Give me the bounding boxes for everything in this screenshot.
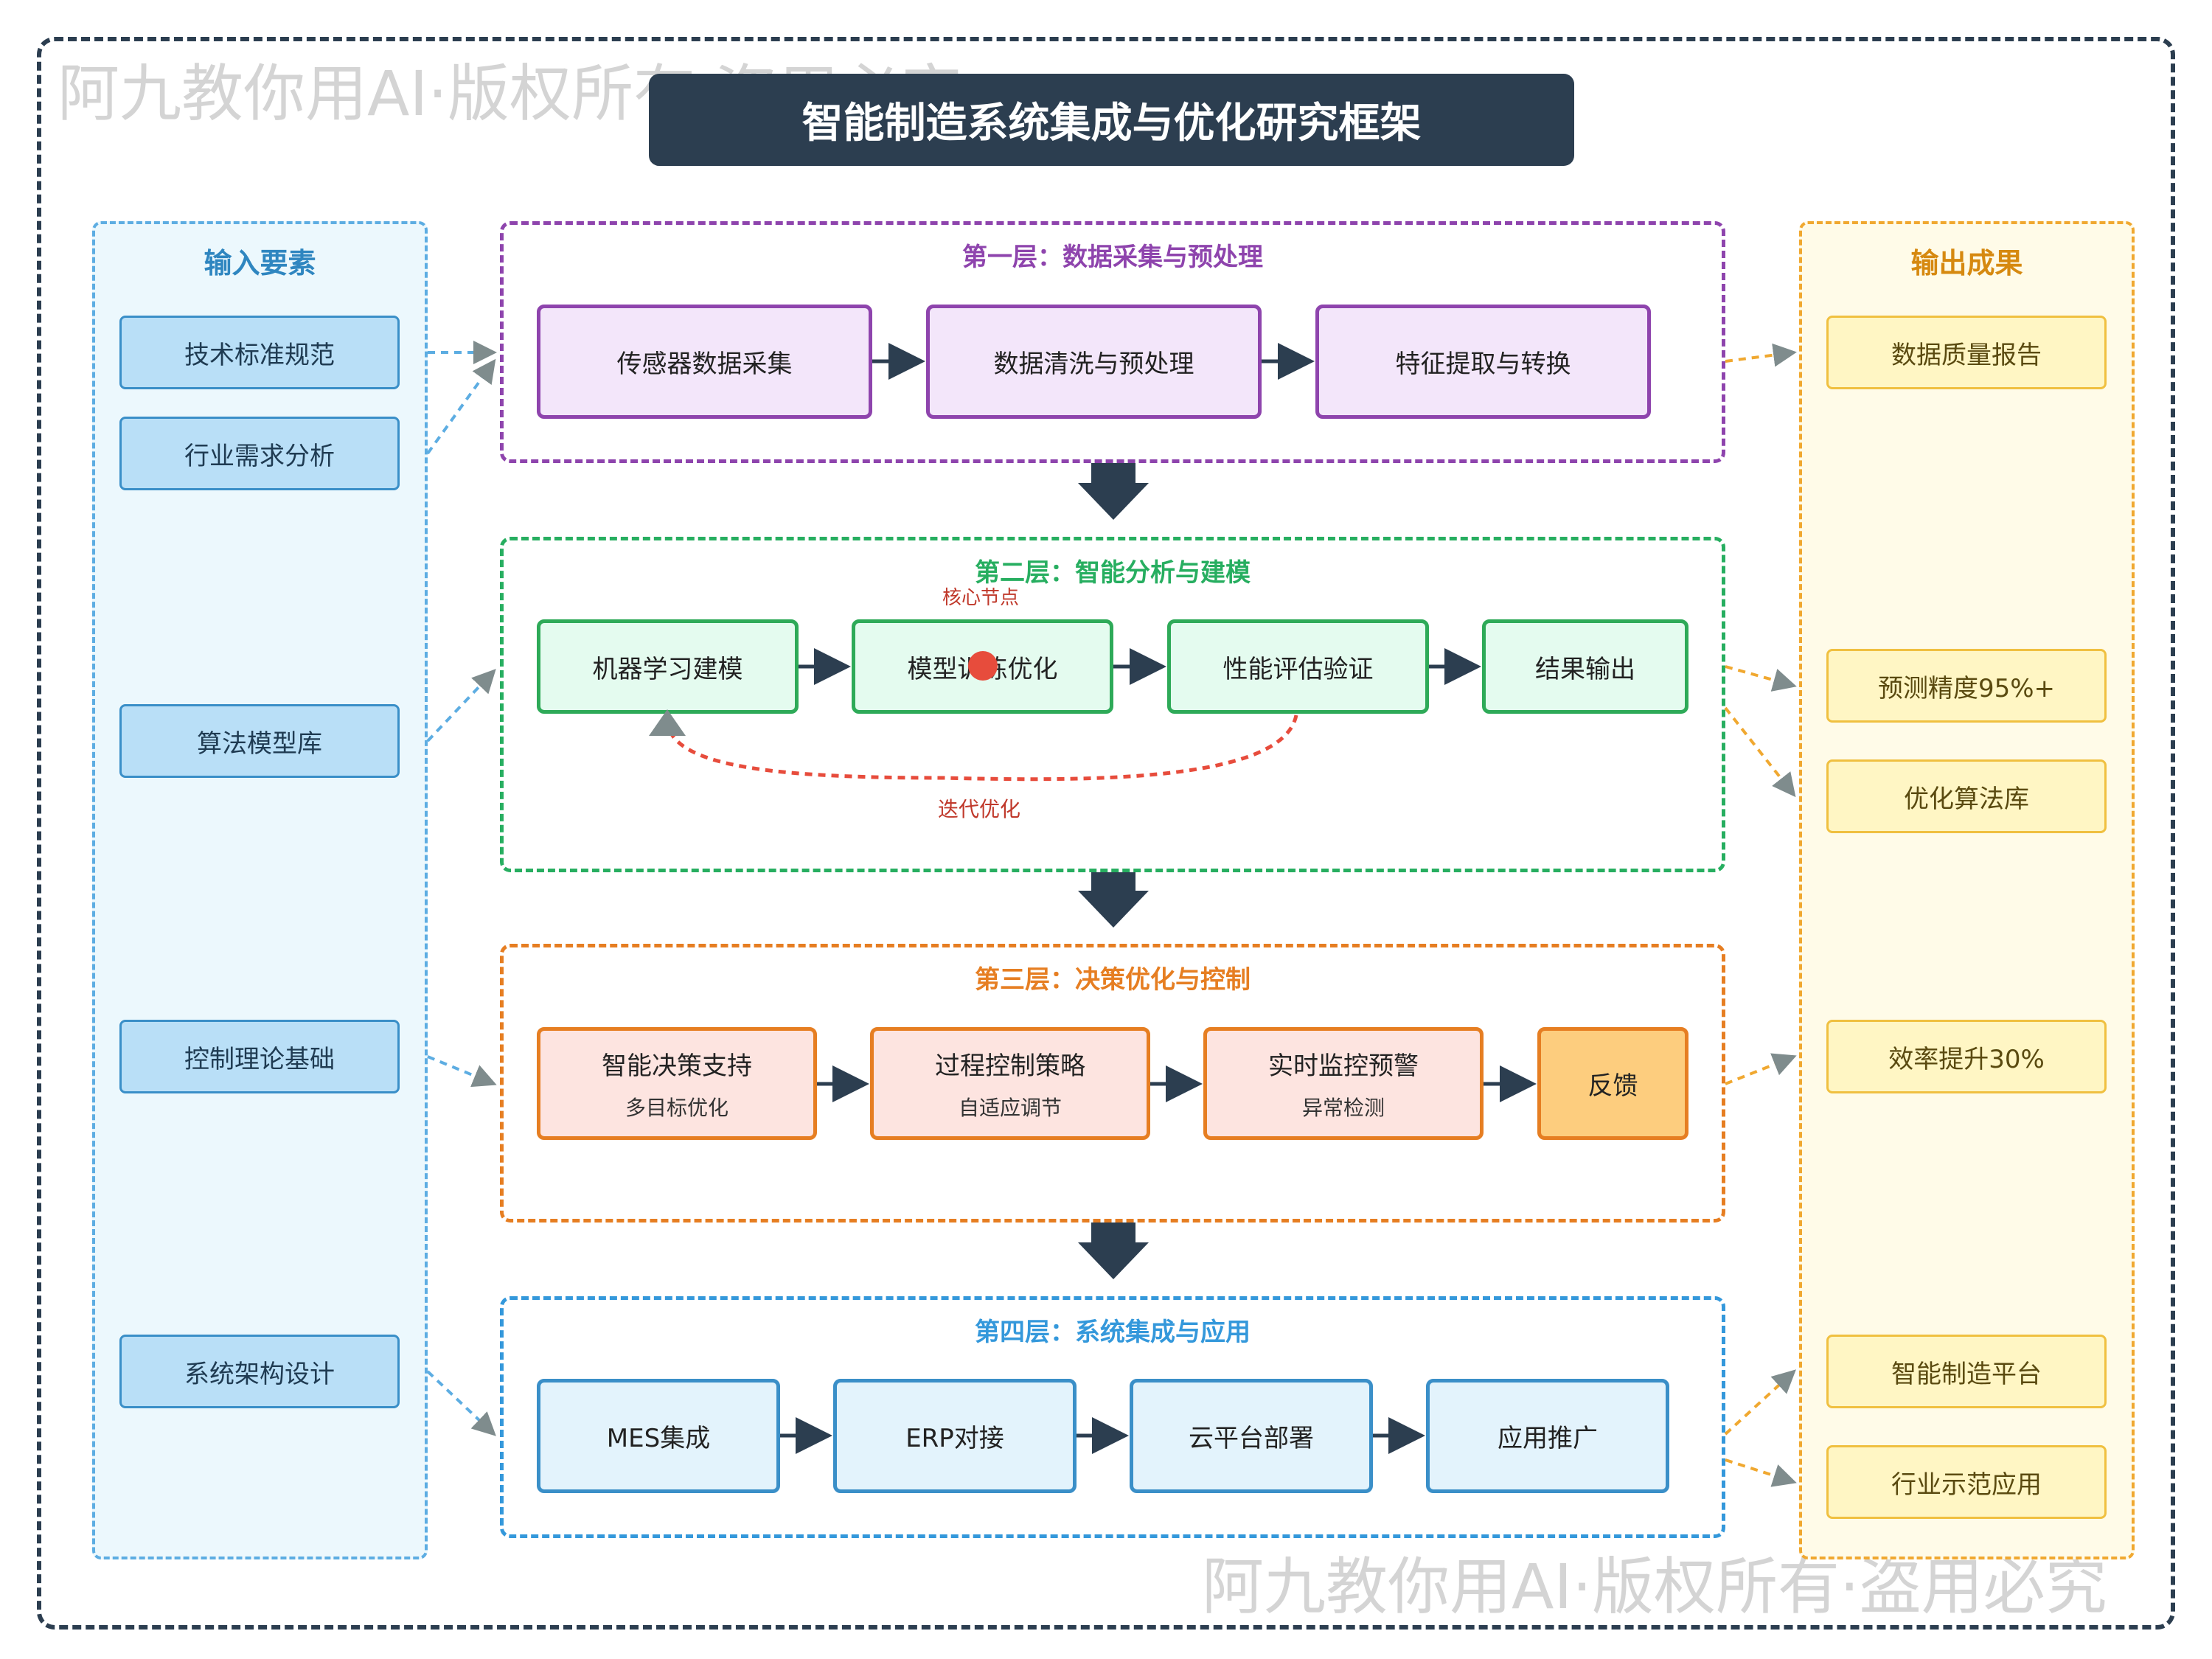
layer-4-node[interactable]: MES集成 — [537, 1379, 780, 1493]
node-label: 实时监控预警 — [1268, 1051, 1419, 1081]
input-connector — [426, 358, 496, 455]
input-item[interactable]: 行业需求分析 — [119, 417, 400, 490]
input-connector — [426, 1370, 496, 1436]
iteration-loop-arrowhead — [649, 709, 686, 736]
core-node-marker — [968, 651, 998, 681]
layer-3-node[interactable]: 实时监控预警 异常检测 — [1203, 1027, 1484, 1140]
layer-2-title: 第二层：智能分析与建模 — [975, 558, 1251, 588]
input-connector — [427, 1055, 497, 1088]
layer-2-node[interactable]: 机器学习建模 — [537, 619, 799, 714]
output-connectors — [1724, 343, 1797, 1487]
output-connector — [1725, 343, 1797, 367]
layer-flow-arrow — [1078, 463, 1149, 520]
layer-1-node[interactable]: 传感器数据采集 — [537, 305, 872, 419]
node-sub-label: 自适应调节 — [958, 1096, 1062, 1120]
output-item[interactable]: 数据质量报告 — [1826, 316, 2107, 389]
input-connector — [426, 669, 496, 742]
node-label: 智能决策支持 — [602, 1051, 752, 1081]
output-panel-title: 输出成果 — [1910, 247, 2023, 279]
layer-1: 第一层：数据采集与预处理 — [500, 221, 1725, 463]
iteration-loop — [665, 714, 1298, 782]
input-item[interactable]: 技术标准规范 — [119, 316, 400, 389]
layer-flow-arrow — [1078, 872, 1149, 928]
output-connector — [1725, 665, 1797, 692]
page-title: 智能制造系统集成与优化研究框架 — [649, 74, 1574, 166]
node-label: 过程控制策略 — [935, 1051, 1085, 1081]
layer-3-node[interactable]: 智能决策支持 多目标优化 — [537, 1027, 817, 1140]
layer-4-node[interactable]: 云平台部署 — [1130, 1379, 1373, 1493]
layer-4-title: 第四层：系统集成与应用 — [975, 1318, 1251, 1347]
layer-4-node[interactable]: ERP对接 — [833, 1379, 1077, 1493]
output-connector — [1724, 1369, 1796, 1436]
layer-3-title: 第三层：决策优化与控制 — [975, 965, 1251, 995]
output-item[interactable]: 行业示范应用 — [1826, 1445, 2107, 1519]
output-item[interactable]: 优化算法库 — [1826, 759, 2107, 833]
layer-3-node[interactable]: 过程控制策略 自适应调节 — [870, 1027, 1150, 1140]
layer-1-node[interactable]: 数据清洗与预处理 — [926, 305, 1262, 419]
output-connector — [1724, 706, 1796, 798]
output-connector — [1725, 1458, 1797, 1487]
input-connectors — [426, 341, 497, 1436]
output-item[interactable]: 预测精度95%+ — [1826, 649, 2107, 723]
layer-3: 第三层：决策优化与控制 — [500, 944, 1725, 1222]
output-item[interactable]: 效率提升30% — [1826, 1020, 2107, 1093]
layer-1-title: 第一层：数据采集与预处理 — [962, 243, 1263, 272]
outer-frame — [37, 37, 2175, 1630]
watermark-bottom: 阿九教你用AI·版权所有·盗用必究 — [1202, 1551, 2107, 1623]
layer-2-node[interactable]: 性能评估验证 — [1167, 619, 1429, 714]
output-item[interactable]: 智能制造平台 — [1826, 1335, 2107, 1408]
layer-4: 第四层：系统集成与应用 — [500, 1296, 1725, 1538]
layer-4-node[interactable]: 应用推广 — [1426, 1379, 1669, 1493]
layer-2-node[interactable]: 结果输出 — [1482, 619, 1688, 714]
input-item[interactable]: 控制理论基础 — [119, 1020, 400, 1093]
node-sub-label: 多目标优化 — [625, 1096, 728, 1120]
layer-1-node[interactable]: 特征提取与转换 — [1315, 305, 1651, 419]
loop-label: 迭代优化 — [938, 797, 1021, 821]
input-panel-title: 输入要素 — [204, 247, 316, 279]
layer-2: 第二层：智能分析与建模 — [500, 537, 1725, 872]
node-sub-label: 异常检测 — [1301, 1096, 1385, 1120]
input-item[interactable]: 系统架构设计 — [119, 1335, 400, 1408]
feedback-node[interactable]: 反馈 — [1537, 1027, 1688, 1140]
layer-flow-arrow — [1078, 1222, 1149, 1279]
output-connector — [1725, 1053, 1797, 1085]
core-node-label: 核心节点 — [942, 587, 1020, 609]
input-item[interactable]: 算法模型库 — [119, 704, 400, 778]
